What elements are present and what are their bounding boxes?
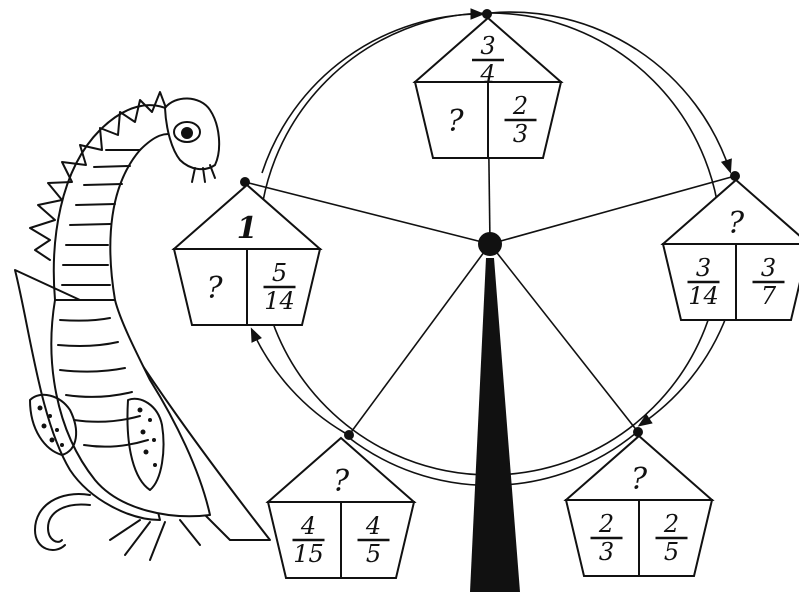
value-text: ? bbox=[206, 271, 223, 306]
denominator: 7 bbox=[761, 282, 777, 310]
denominator: 14 bbox=[264, 287, 295, 315]
cabin-top-value: 1 bbox=[237, 211, 258, 246]
numerator: 3 bbox=[696, 254, 711, 282]
value-text: ? bbox=[447, 104, 464, 139]
wheel-hub bbox=[478, 232, 502, 256]
cabin: 34?23 bbox=[415, 18, 561, 158]
cabin-top-value: ? bbox=[728, 206, 745, 241]
denominator: 3 bbox=[513, 120, 528, 148]
value-text: ? bbox=[728, 206, 745, 241]
numerator: 2 bbox=[663, 510, 679, 538]
numerator: 2 bbox=[598, 510, 614, 538]
denominator: 5 bbox=[664, 538, 679, 566]
denominator: 5 bbox=[366, 540, 381, 568]
denominator: 4 bbox=[479, 60, 495, 88]
cabin-left-value: ? bbox=[206, 271, 223, 306]
denominator: 15 bbox=[293, 540, 324, 568]
value-text: ? bbox=[333, 464, 350, 499]
denominator: 14 bbox=[688, 282, 719, 310]
numerator: 4 bbox=[300, 512, 316, 540]
numerator: 2 bbox=[512, 92, 528, 120]
numerator: 5 bbox=[272, 259, 287, 287]
numerator: 3 bbox=[480, 32, 495, 60]
value-text: ? bbox=[631, 462, 648, 497]
numerator: 3 bbox=[761, 254, 776, 282]
cabin-top-value: ? bbox=[333, 464, 350, 499]
arrow-icon bbox=[252, 330, 345, 433]
numerator: 4 bbox=[365, 512, 381, 540]
cabin: 1? 514 bbox=[174, 185, 320, 325]
cabin-top-value: ? bbox=[631, 462, 648, 497]
wheel-tower bbox=[470, 258, 520, 592]
value-text: 1 bbox=[237, 211, 258, 246]
cabin-left-value: ? bbox=[447, 104, 464, 139]
denominator: 3 bbox=[599, 538, 614, 566]
